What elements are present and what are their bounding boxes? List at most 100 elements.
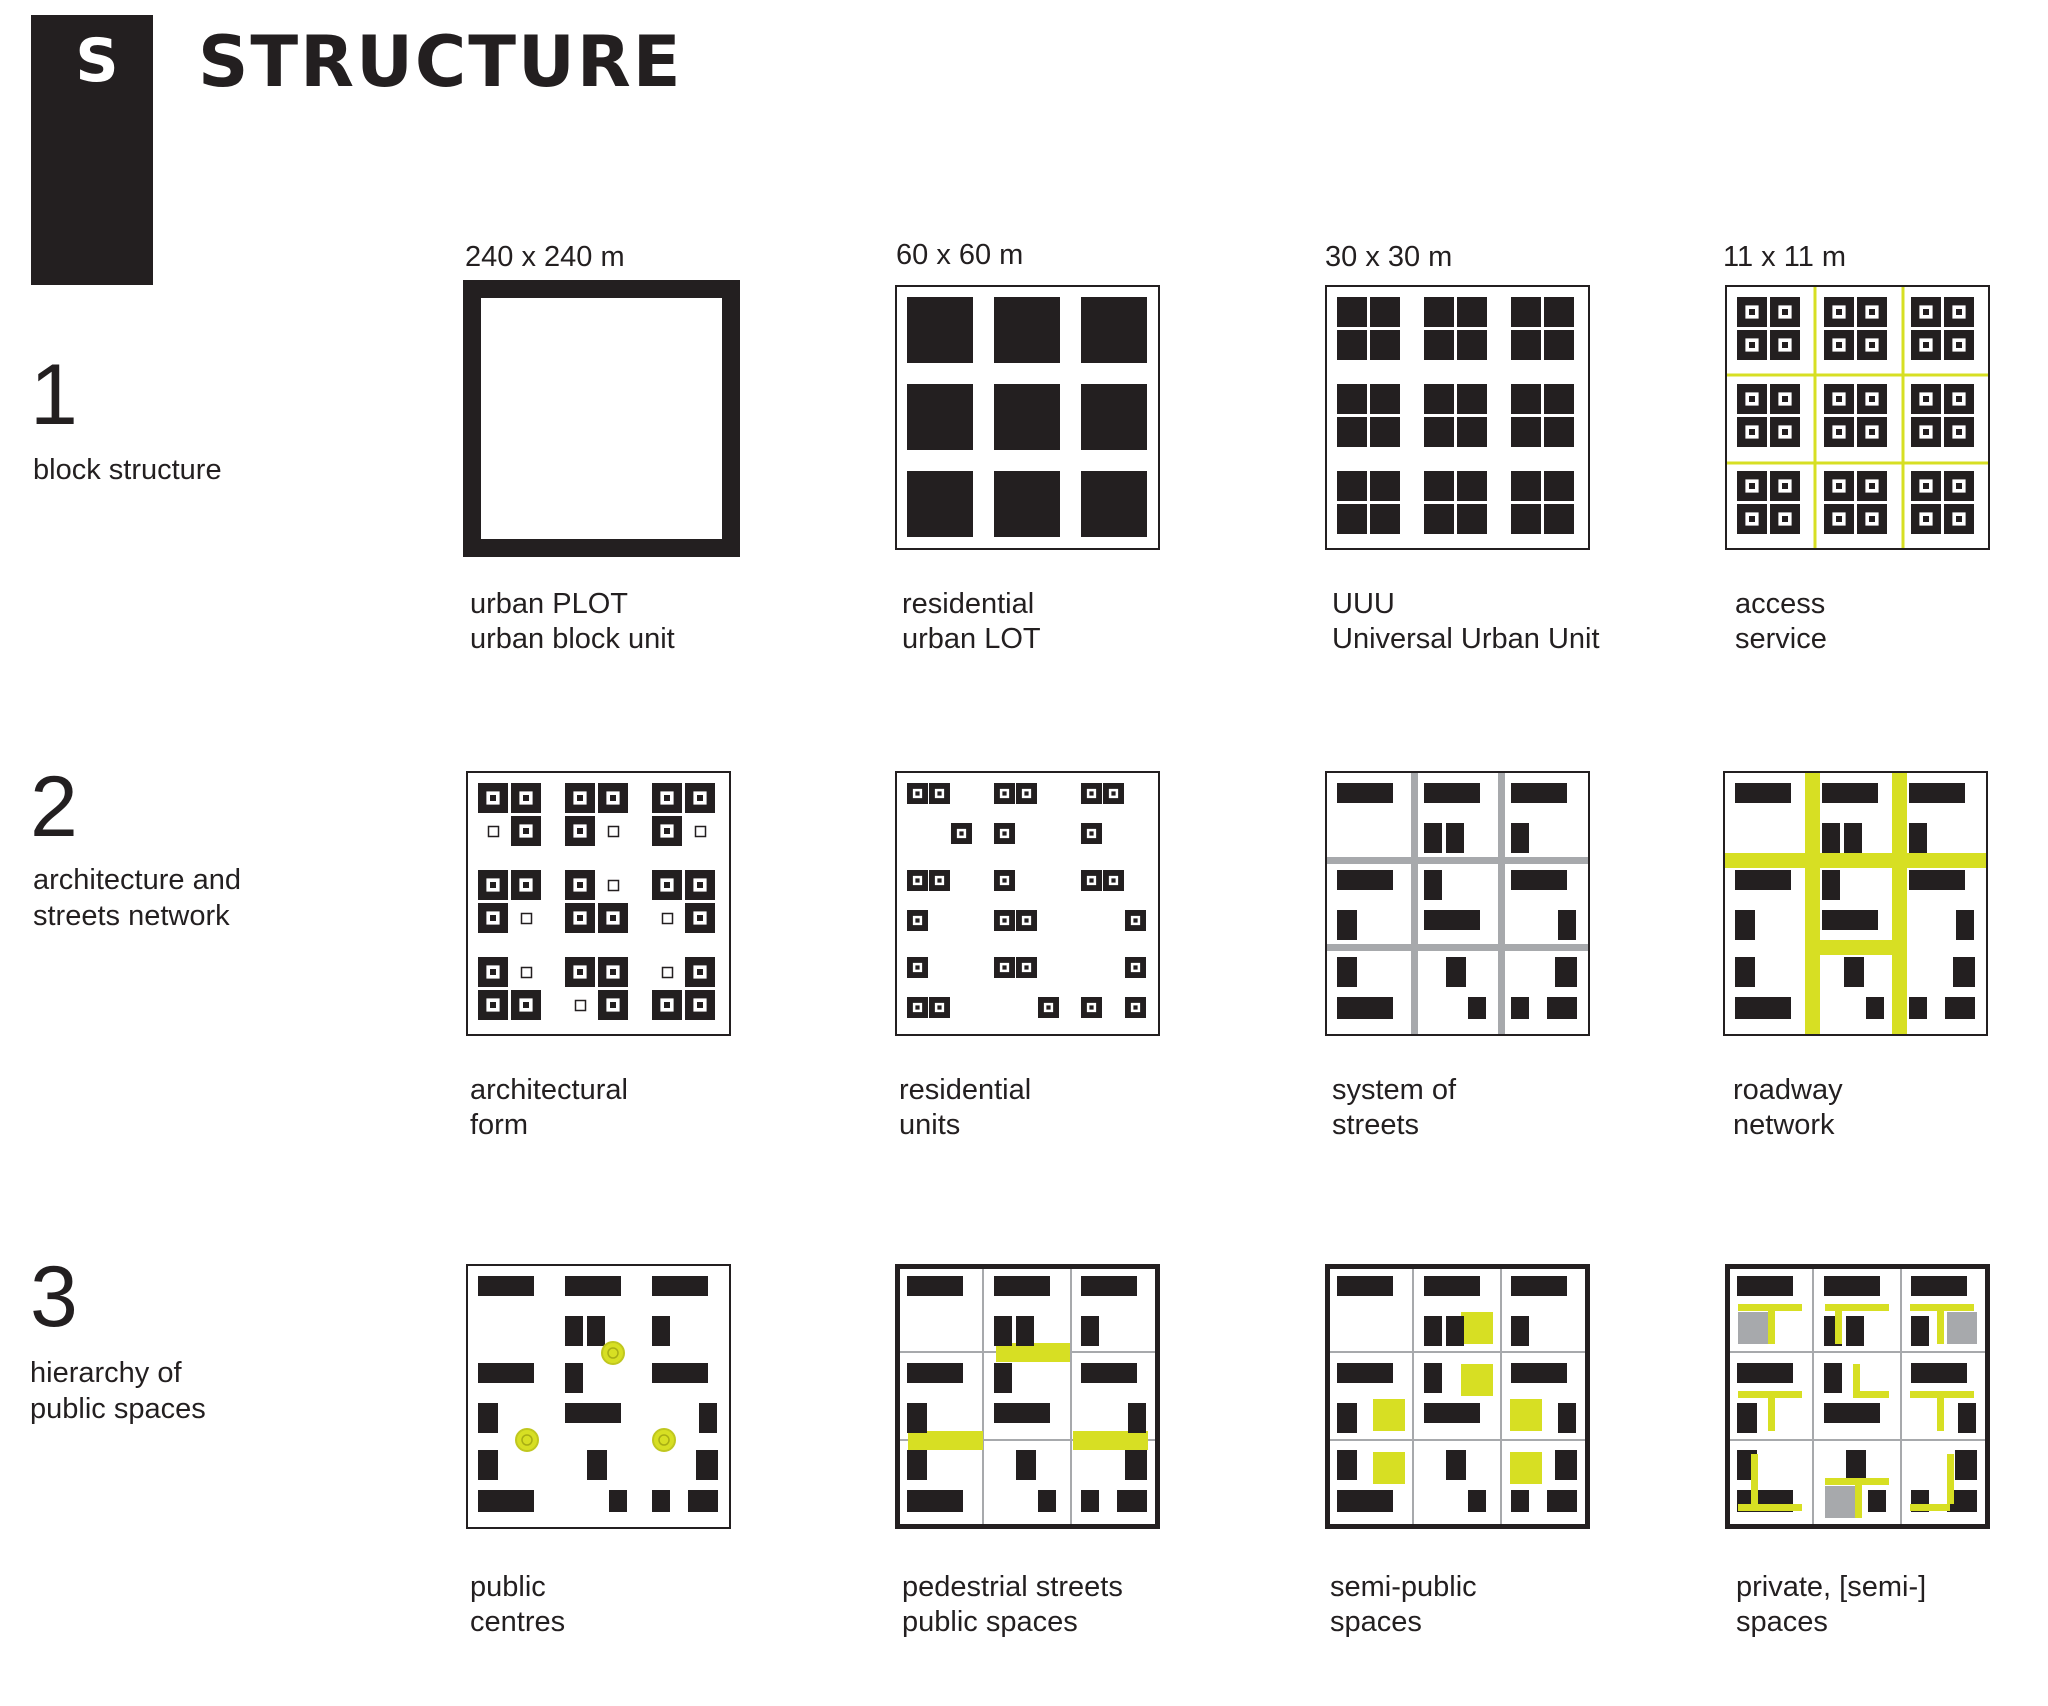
unit-cell-core <box>577 882 583 888</box>
uuu-block <box>1544 384 1574 414</box>
uuu-block <box>1544 330 1574 360</box>
centre-block <box>478 1363 534 1383</box>
diagram-semi-public-spaces <box>1325 1264 1590 1529</box>
plot-outline <box>463 280 740 557</box>
pedestrial-block <box>994 1276 1050 1296</box>
unit-cell-core <box>697 1002 703 1008</box>
unit-cell-core <box>1749 483 1755 489</box>
street-lines <box>1327 773 1588 1034</box>
street-block <box>1468 997 1486 1019</box>
unit-cell-core <box>1133 1005 1138 1010</box>
street-block <box>1337 783 1393 803</box>
unit-cell-core <box>1749 342 1755 348</box>
pedestrial-block <box>1128 1403 1146 1433</box>
pedestrial-block <box>907 1403 927 1433</box>
streets-frame <box>1325 771 1590 1036</box>
street-block <box>1558 910 1576 940</box>
unit-cell-core <box>697 969 703 975</box>
pedestrial-block <box>907 1450 927 1480</box>
pedestrial-block <box>1081 1276 1137 1296</box>
empty-cell <box>607 825 620 838</box>
unit-cell-core <box>1836 429 1842 435</box>
unit-cell-core <box>1836 342 1842 348</box>
scale-label-3: 30 x 30 m <box>1325 241 1453 273</box>
unit-cell-core <box>664 795 670 801</box>
centre-block <box>565 1276 621 1296</box>
unit-cell-core <box>1089 878 1094 883</box>
lot-block <box>907 297 973 363</box>
caption-roadway-network: roadway network <box>1733 1074 1843 1141</box>
unit-cell-core <box>490 915 496 921</box>
roadway-block <box>1956 910 1974 940</box>
row-2-number: 2 <box>30 759 78 855</box>
roadway-block <box>1822 910 1878 930</box>
uuu-block <box>1511 417 1541 447</box>
unit-cell-core <box>577 828 583 834</box>
unit-cell-core <box>1782 429 1788 435</box>
pedestrial-block <box>1081 1316 1099 1346</box>
centre-block <box>587 1450 607 1480</box>
unit-cell-core <box>1111 878 1116 883</box>
access-lines <box>1727 287 1988 548</box>
centre-block <box>478 1403 498 1433</box>
centre-block <box>688 1490 718 1512</box>
unit-cell-core <box>697 915 703 921</box>
pedestrial-block <box>907 1363 963 1383</box>
street-block <box>1337 910 1357 940</box>
unit-cell-core <box>1002 791 1007 796</box>
private-block <box>1737 1276 1793 1296</box>
unit-cell-core <box>1749 429 1755 435</box>
unit-cell-core <box>1956 483 1962 489</box>
semi-public-block <box>1468 1490 1486 1512</box>
semi-public-block <box>1337 1490 1393 1512</box>
street-block <box>1424 823 1442 853</box>
unit-cell-core <box>610 1002 616 1008</box>
street-block <box>1511 997 1529 1019</box>
uuu-block <box>1337 504 1367 534</box>
unit-cell-core <box>610 915 616 921</box>
private-block <box>1868 1490 1886 1512</box>
centre-block <box>696 1450 718 1480</box>
semi-public-block <box>1424 1403 1480 1423</box>
diagram-private-spaces <box>1725 1264 1990 1529</box>
semi-public-block <box>1555 1450 1577 1480</box>
unit-cell-core <box>523 795 529 801</box>
unit-cell-core <box>577 915 583 921</box>
unit-cell-core <box>1923 516 1929 522</box>
unit-cell-core <box>1002 918 1007 923</box>
uuu-block <box>1424 297 1454 327</box>
uuu-block <box>1370 471 1400 501</box>
empty-cell <box>694 825 707 838</box>
centre-block <box>609 1490 627 1512</box>
unit-cell-core <box>1133 918 1138 923</box>
page-title: STRUCTURE <box>198 21 683 103</box>
unit-cell-core <box>1782 309 1788 315</box>
pedestrial-spaces <box>908 1343 1148 1450</box>
semi-public-grid <box>1330 1269 1585 1524</box>
unit-cell-core <box>1024 791 1029 796</box>
centre-block <box>587 1316 605 1346</box>
pedestrial-block <box>1117 1490 1147 1512</box>
unit-cell-core <box>1836 396 1842 402</box>
semi-public-block <box>1511 1316 1529 1346</box>
roadway-block <box>1844 957 1864 987</box>
unit-cell-core <box>937 878 942 883</box>
centre-markers <box>515 1341 676 1452</box>
diagram-urban-plot <box>463 280 740 557</box>
private-block <box>1911 1316 1929 1346</box>
street-block <box>1547 997 1577 1019</box>
empty-cell <box>661 966 674 979</box>
semi-public-spaces <box>1373 1312 1542 1484</box>
street-block <box>1511 823 1529 853</box>
roadway-block <box>1866 997 1884 1019</box>
uuu-block <box>1457 384 1487 414</box>
unit-cell-core <box>1024 965 1029 970</box>
centre-block <box>652 1490 670 1512</box>
caption-access-service: access service <box>1735 588 1827 655</box>
street-block <box>1337 957 1357 987</box>
unit-cell-core <box>1836 516 1842 522</box>
unit-cell-core <box>490 795 496 801</box>
private-block <box>1846 1450 1866 1480</box>
empty-cell <box>520 966 533 979</box>
private-block <box>1911 1276 1967 1296</box>
